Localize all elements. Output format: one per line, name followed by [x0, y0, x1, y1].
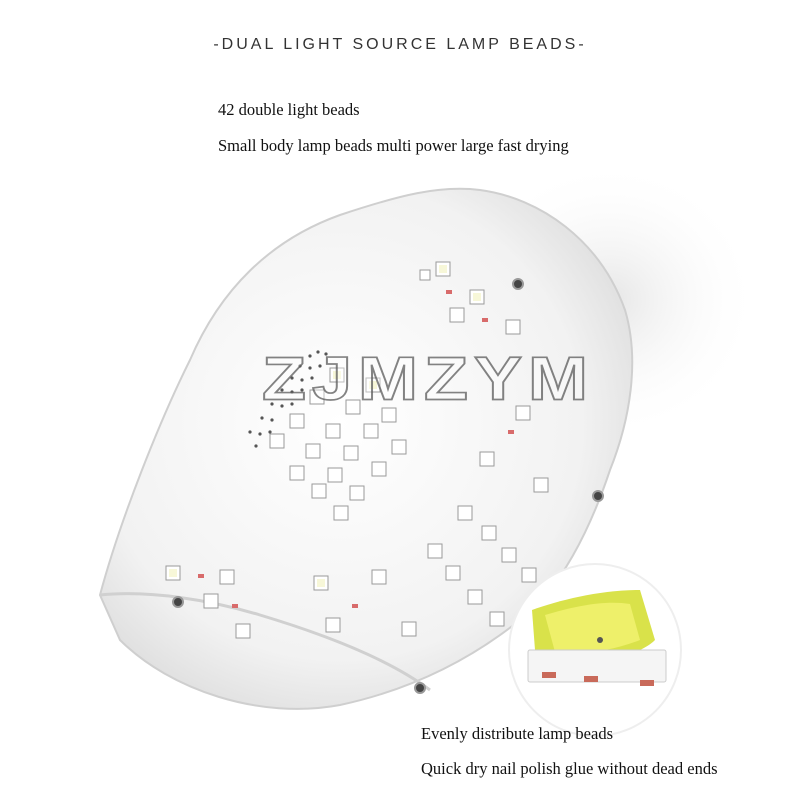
lamp-rim — [99, 592, 431, 692]
led-chip-contact-left — [542, 672, 556, 678]
led-chip-contact-right — [640, 680, 654, 686]
screw-holes — [172, 278, 604, 694]
led-bead-array — [165, 261, 549, 639]
led-chip-marker — [597, 637, 603, 643]
brand-watermark: ZJMZYM — [261, 344, 594, 414]
feature-caption-power: Small body lamp beads multi power large … — [218, 136, 569, 155]
feature-caption-beads: 42 double light beads — [218, 100, 360, 119]
vent-holes — [248, 350, 328, 448]
led-chip-top-surface — [545, 602, 640, 653]
page-title: -DUAL LIGHT SOURCE LAMP BEADS- — [213, 36, 587, 53]
feature-caption-quick-dry: Quick dry nail polish glue without dead … — [421, 759, 718, 778]
led-bead-cores — [169, 265, 481, 587]
led-chip-contact-mid — [584, 676, 598, 682]
led-closeup-inset — [508, 563, 682, 737]
smd-components — [198, 290, 514, 608]
feature-caption-distribution: Evenly distribute lamp beads — [421, 724, 613, 743]
